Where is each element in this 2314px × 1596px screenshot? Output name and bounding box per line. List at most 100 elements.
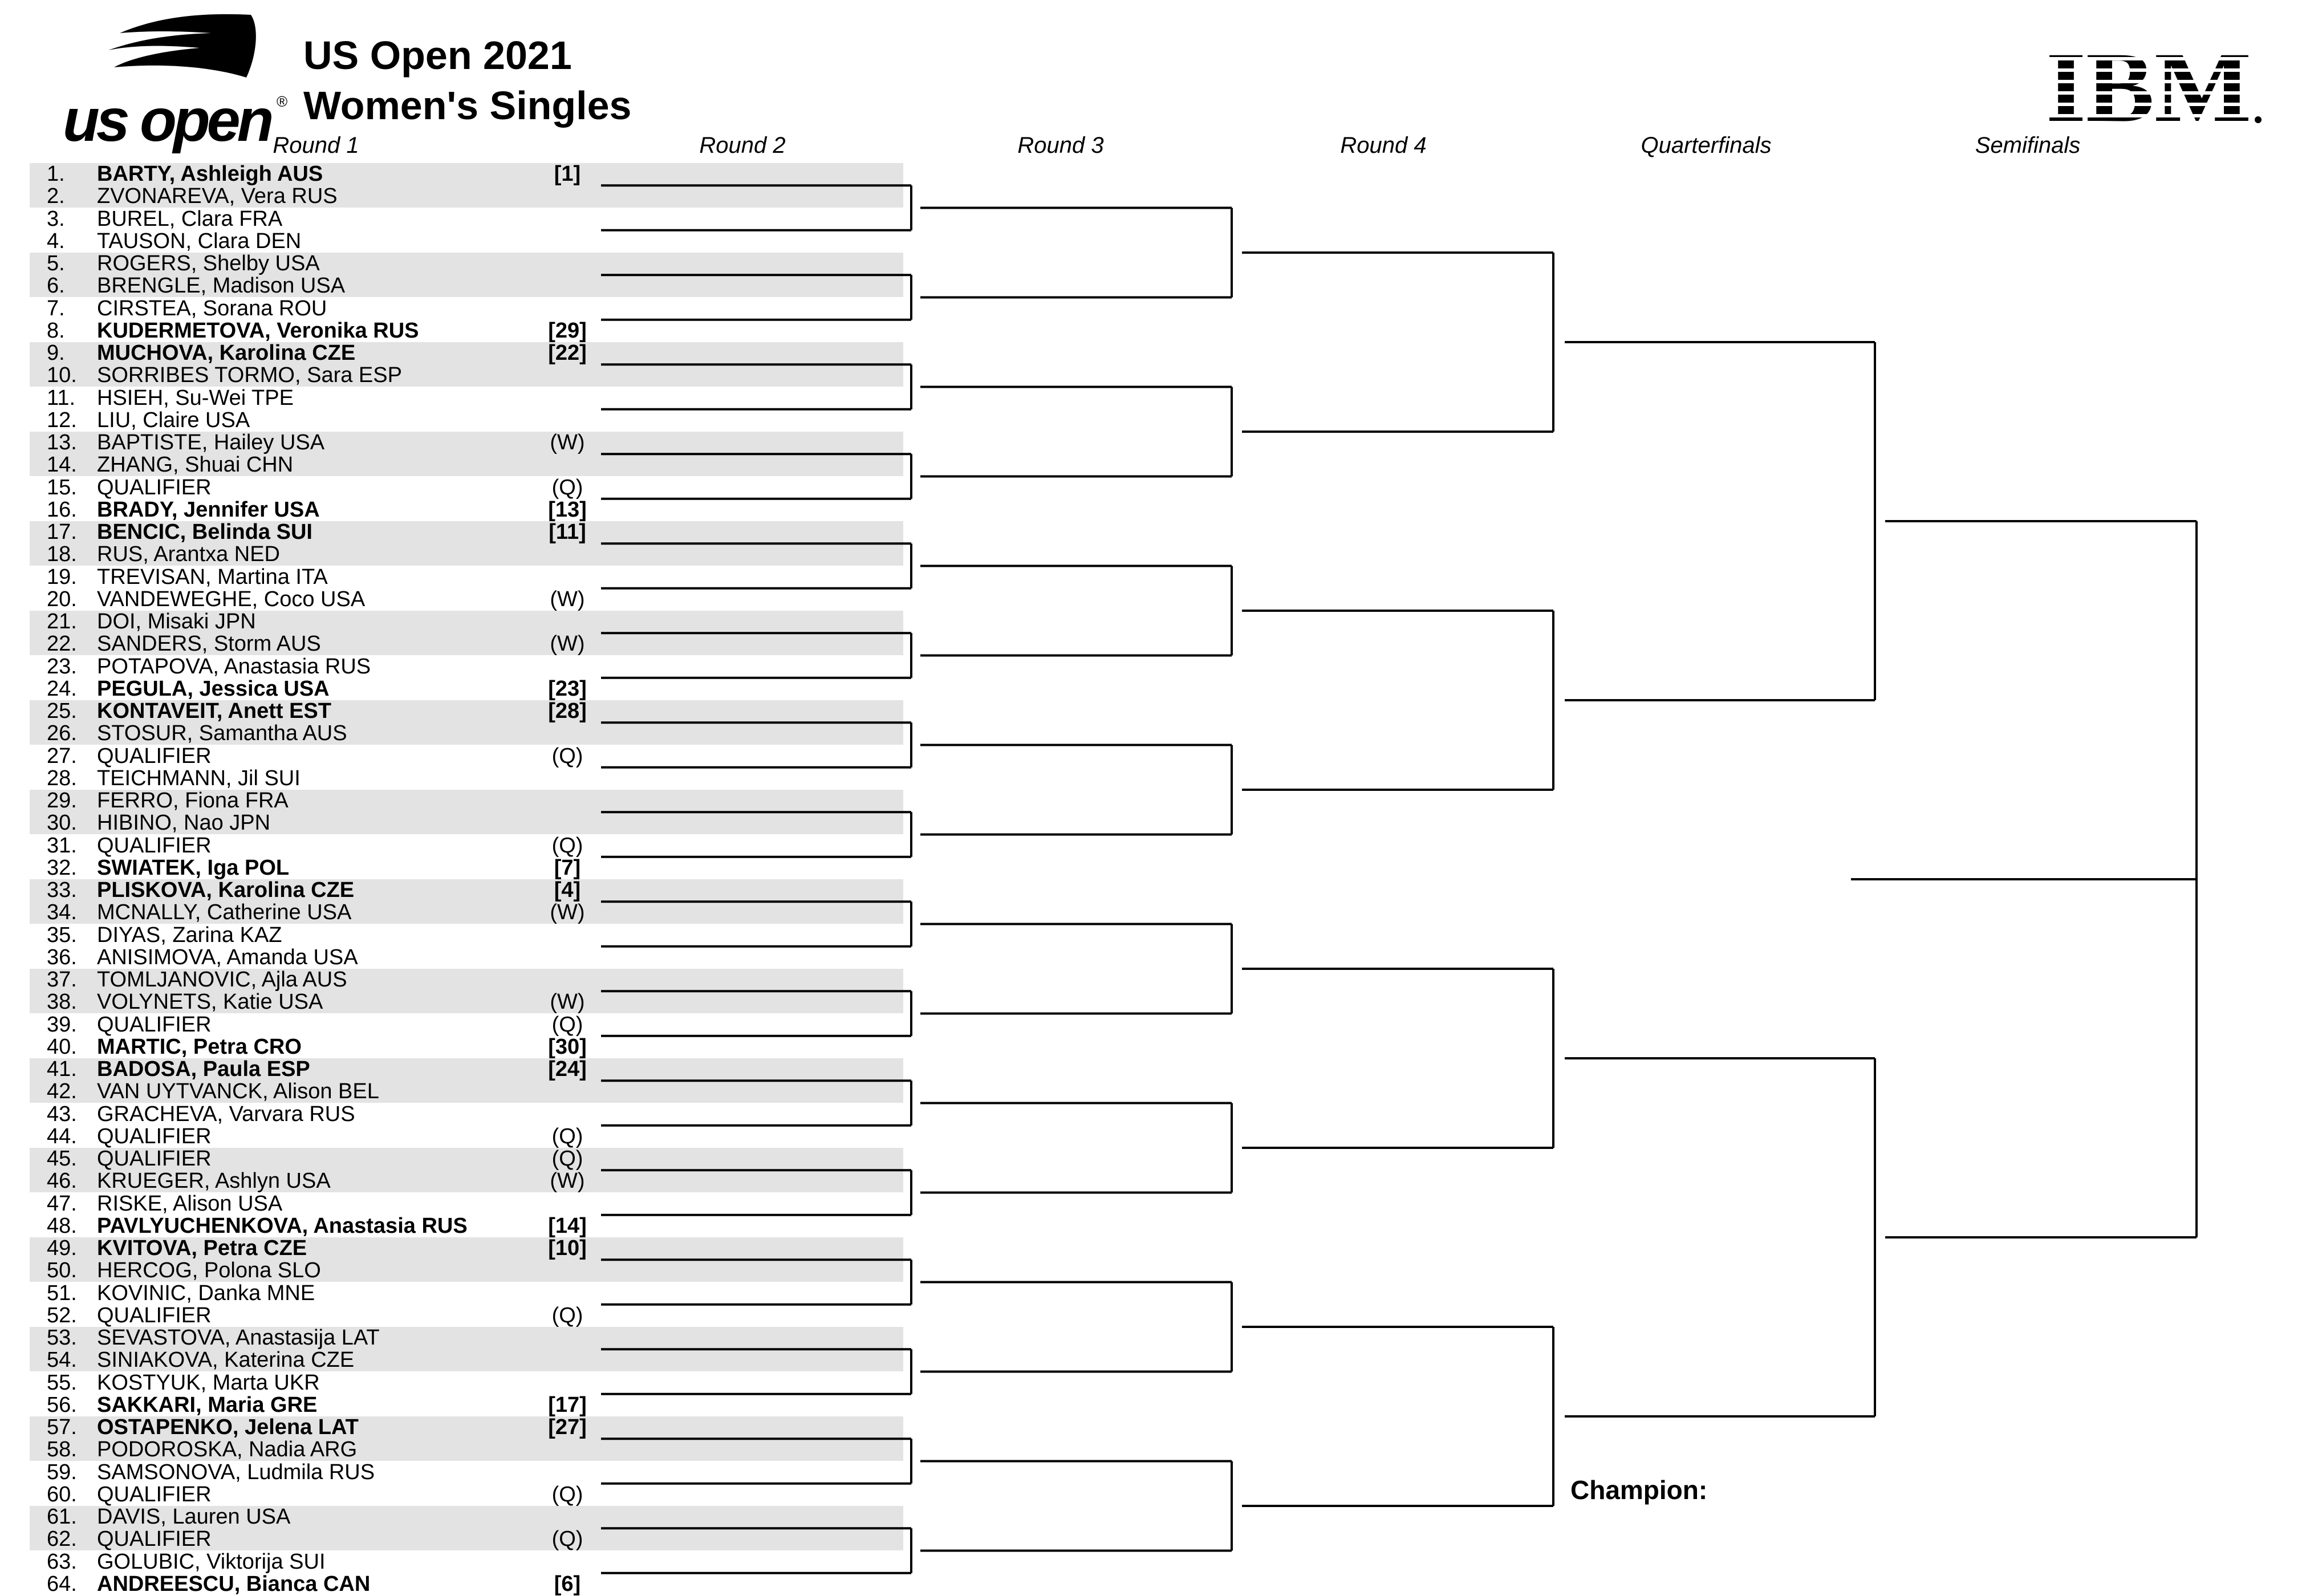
player-name: MARTIC, Petra CRO xyxy=(97,1034,302,1059)
player-name: BUREL, Clara FRA xyxy=(97,206,283,231)
draw-number: 8. xyxy=(47,318,65,343)
player-name: DAVIS, Lauren USA xyxy=(97,1505,291,1529)
draw-row: 43.GRACHEVA, Varvara RUS xyxy=(30,1103,903,1126)
draw-number: 44. xyxy=(47,1124,77,1148)
ibm-wordmark: IBM xyxy=(2046,38,2251,125)
draw-row: 18. RUS, Arantxa NED xyxy=(30,543,903,566)
seed-label: [4] xyxy=(554,878,581,902)
draw-number: 41. xyxy=(47,1057,77,1081)
draw-row: 26.STOSUR, Samantha AUS xyxy=(30,722,903,745)
draw-row: 56.SAKKARI, Maria GRE[17] xyxy=(30,1394,903,1416)
player-name: MCNALLY, Catherine USA xyxy=(97,900,352,925)
player-name: ZVONAREVA, Vera RUS xyxy=(97,184,338,209)
draw-row: 25.KONTAVEIT, Anett EST[28] xyxy=(30,700,903,722)
draw-number: 56. xyxy=(47,1392,77,1417)
player-name: QUALIFIER xyxy=(97,1012,212,1037)
draw-number: 17. xyxy=(47,520,77,544)
seed-label: (W) xyxy=(550,1169,585,1193)
us-open-logo: us open ® xyxy=(63,10,302,153)
player-name: HSIEH, Su-Wei TPE xyxy=(97,385,294,410)
draw-row: 60.QUALIFIER(Q) xyxy=(30,1482,903,1506)
player-name: KOVINIC, Danka MNE xyxy=(97,1281,315,1305)
seed-label: (Q) xyxy=(551,1147,583,1171)
player-name: VANDEWEGHE, Coco USA xyxy=(97,587,366,611)
draw-row: 2.ZVONAREVA, Vera RUS xyxy=(30,185,903,208)
draw-row: 35.DIYAS, Zarina KAZ xyxy=(30,924,903,947)
draw-row: 14.ZHANG, Shuai CHN xyxy=(30,453,903,477)
seed-label: (Q) xyxy=(551,1124,583,1148)
draw-number: 28. xyxy=(47,766,77,790)
draw-number: 24. xyxy=(47,676,77,701)
draw-number: 60. xyxy=(47,1482,77,1506)
draw-number: 30. xyxy=(47,811,77,835)
draw-row: 49.KVITOVA, Petra CZE[10] xyxy=(30,1237,903,1260)
draw-number: 47. xyxy=(47,1191,77,1216)
draw-number: 14. xyxy=(47,453,77,477)
round-header-quarterfinals: Quarterfinals xyxy=(1641,133,1772,158)
draw-row: 48.PAVLYUCHENKOVA, Anastasia RUS[14] xyxy=(30,1215,903,1237)
draw-number: 40. xyxy=(47,1034,77,1059)
draw-row: 37.TOMLJANOVIC, Ajla AUS xyxy=(30,969,903,991)
player-name: RUS, Arantxa NED xyxy=(97,542,280,567)
seed-label: [22] xyxy=(548,341,587,365)
draw-number: 1. xyxy=(47,162,65,186)
draw-number: 49. xyxy=(47,1236,77,1260)
draw-row: 63.GOLUBIC, Viktorija SUI xyxy=(30,1550,903,1573)
draw-number: 39. xyxy=(47,1012,77,1037)
seed-label: [11] xyxy=(549,520,586,544)
draw-number: 32. xyxy=(47,855,77,880)
draw-number: 13. xyxy=(47,431,77,454)
draw-row: 30.HIBINO, Nao JPN xyxy=(30,811,903,835)
seed-label: (W) xyxy=(550,990,585,1014)
player-name: QUALIFIER xyxy=(97,744,212,768)
draw-number: 34. xyxy=(47,900,77,925)
player-name: BRENGLE, Madison USA xyxy=(97,274,346,298)
seed-label: [27] xyxy=(548,1415,587,1439)
draw-row: 4. TAUSON, Clara DEN xyxy=(30,230,903,253)
player-name: SWIATEK, Iga POL xyxy=(97,855,290,880)
player-name: PLISKOVA, Karolina CZE xyxy=(97,878,355,902)
player-name: QUALIFIER xyxy=(97,1303,212,1327)
draw-row: 62.QUALIFIER(Q) xyxy=(30,1528,903,1551)
draw-number: 37. xyxy=(47,968,77,992)
player-name: SAKKARI, Maria GRE xyxy=(97,1392,318,1417)
draw-row: 9.MUCHOVA, Karolina CZE[22] xyxy=(30,342,903,364)
draw-number: 59. xyxy=(47,1460,77,1484)
round-header-2: Round 2 xyxy=(699,133,786,158)
draw-number: 18. xyxy=(47,542,77,567)
draw-row: 10. SORRIBES TORMO, Sara ESP xyxy=(30,364,903,387)
player-name: SAMSONOVA, Ludmila RUS xyxy=(97,1460,375,1484)
draw-number: 10. xyxy=(47,363,77,388)
draw-row: 47.RISKE, Alison USA xyxy=(30,1191,903,1216)
draw-row: 15.QUALIFIER(Q) xyxy=(30,475,903,499)
player-name: ROGERS, Shelby USA xyxy=(97,251,320,275)
draw-row: 61.DAVIS, Lauren USA xyxy=(30,1506,903,1528)
draw-number: 4. xyxy=(47,229,65,253)
draw-row: 54.SINIAKOVA, Katerina CZE xyxy=(30,1349,903,1372)
draw-row: 31.QUALIFIER(Q) xyxy=(30,834,903,857)
draw-row: 13.BAPTISTE, Hailey USA(W) xyxy=(30,432,903,454)
seed-label: (W) xyxy=(550,431,585,454)
draw-number: 11. xyxy=(47,385,76,410)
player-name: CIRSTEA, Sorana ROU xyxy=(97,296,327,320)
player-name: SORRIBES TORMO, Sara ESP xyxy=(97,363,402,388)
player-name: KRUEGER, Ashlyn USA xyxy=(97,1169,331,1193)
draw-number: 58. xyxy=(47,1437,77,1462)
player-name: TAUSON, Clara DEN xyxy=(97,229,302,253)
draw-row: 6.BRENGLE, Madison USA xyxy=(30,274,903,298)
draw-row: 36.ANISIMOVA, Amanda USA xyxy=(30,945,903,969)
draw-number: 9. xyxy=(47,341,65,365)
registered-mark: ® xyxy=(277,93,288,110)
draw-number: 15. xyxy=(47,475,77,499)
draw-row: 29.FERRO, Fiona FRA xyxy=(30,790,903,812)
player-name: QUALIFIER xyxy=(97,475,212,499)
player-name: DIYAS, Zarina KAZ xyxy=(97,923,282,947)
draw-number: 36. xyxy=(47,945,77,969)
player-name: OSTAPENKO, Jelena LAT xyxy=(97,1415,359,1439)
draw-row: 53.SEVASTOVA, Anastasija LAT xyxy=(30,1327,903,1349)
player-name: PAVLYUCHENKOVA, Anastasia RUS xyxy=(97,1213,468,1238)
draw-number: 57. xyxy=(47,1415,77,1439)
player-name: FERRO, Fiona FRA xyxy=(97,789,289,813)
seed-label: (Q) xyxy=(551,1482,583,1506)
draw-number: 48. xyxy=(47,1213,77,1238)
